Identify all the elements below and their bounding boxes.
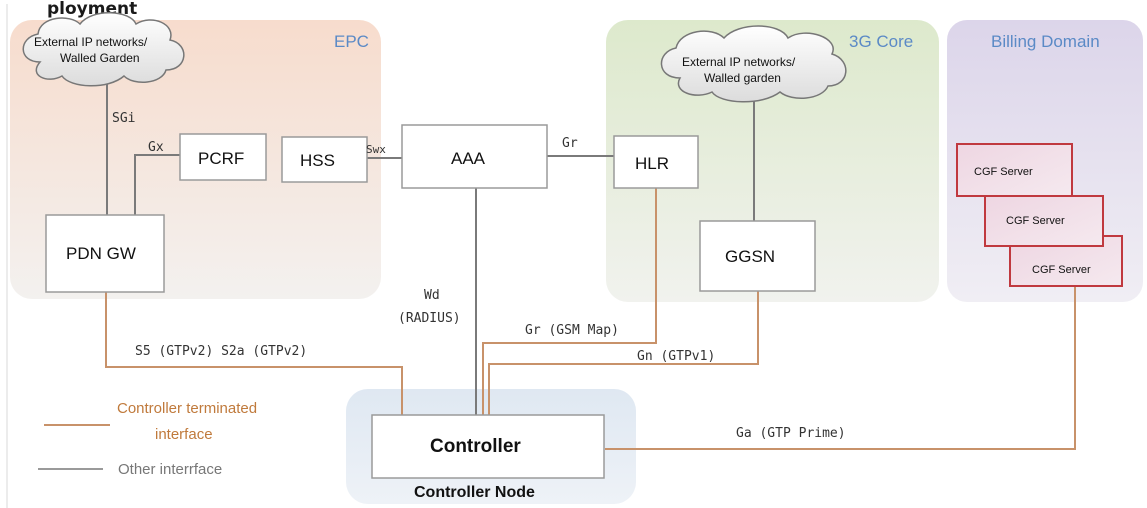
pdn-gw-label: PDN GW — [66, 244, 136, 263]
other-interface-lines — [106, 78, 755, 415]
gn-label: Gn (GTPv1) — [637, 349, 715, 364]
legend: Controller terminated interface Other in… — [38, 400, 257, 478]
ga-line — [605, 286, 1076, 450]
controller-interface-lines — [105, 188, 1076, 450]
pcrf-box — [179, 133, 267, 181]
epc-cloud-line1: External IP networks/ — [34, 35, 148, 49]
hlr-label: HLR — [635, 154, 669, 173]
swx-label: Swx — [366, 143, 386, 156]
radius-label: (RADIUS) — [398, 311, 461, 326]
pcrf-label: PCRF — [198, 149, 244, 168]
epc-external-cloud: External IP networks/ Walled Garden — [22, 12, 185, 87]
core-cloud-line2: Walled garden — [704, 71, 781, 85]
legend-controller-label-line2: interface — [155, 426, 213, 443]
epc-region-label: EPC — [334, 32, 369, 51]
core-cloud-line1: External IP networks/ — [682, 55, 796, 69]
hlr-box — [613, 135, 699, 189]
legend-other-label: Other interrface — [118, 461, 222, 478]
ga-label: Ga (GTP Prime) — [736, 426, 846, 441]
legend-controller-label-line1: Controller terminated — [117, 400, 257, 417]
hss-box — [281, 136, 368, 183]
controller-node-label: Controller Node — [414, 484, 535, 501]
core3g-region-label: 3G Core — [849, 32, 913, 51]
sgi-label: SGi — [112, 111, 135, 126]
gx-label: Gx — [148, 140, 164, 155]
s5-s2a-label: S5 (GTPv2) S2a (GTPv2) — [135, 344, 307, 359]
controller-box — [371, 414, 605, 479]
pdn-gw-box — [45, 214, 165, 293]
gr-gsm-map-label: Gr (GSM Map) — [525, 323, 619, 338]
cgf-server-stack: CGF Server CGF Server CGF Server — [956, 143, 1123, 287]
aaa-label: AAA — [451, 149, 486, 168]
gn-line — [488, 291, 759, 415]
epc-cloud-line2: Walled Garden — [60, 51, 140, 65]
cgf-server-1-label: CGF Server — [974, 166, 1033, 178]
gx-line — [134, 154, 180, 215]
controller-label: Controller — [430, 436, 521, 457]
billing-region-label: Billing Domain — [991, 32, 1100, 51]
cgf-server-1 — [956, 143, 1073, 197]
cgf-server-2-label: CGF Server — [1006, 215, 1065, 227]
cgf-server-2 — [984, 195, 1104, 247]
aaa-box — [401, 124, 548, 189]
cgf-server-3-label: CGF Server — [1032, 264, 1091, 276]
ggsn-box — [699, 220, 816, 292]
gr-gsm-map-line — [482, 188, 657, 415]
hss-label: HSS — [300, 151, 335, 170]
s5-s2a-line — [105, 292, 403, 415]
ggsn-label: GGSN — [725, 247, 775, 266]
wd-label: Wd — [424, 288, 440, 303]
core-external-cloud: External IP networks/ Walled garden — [660, 25, 847, 103]
gr-label: Gr — [562, 136, 578, 151]
